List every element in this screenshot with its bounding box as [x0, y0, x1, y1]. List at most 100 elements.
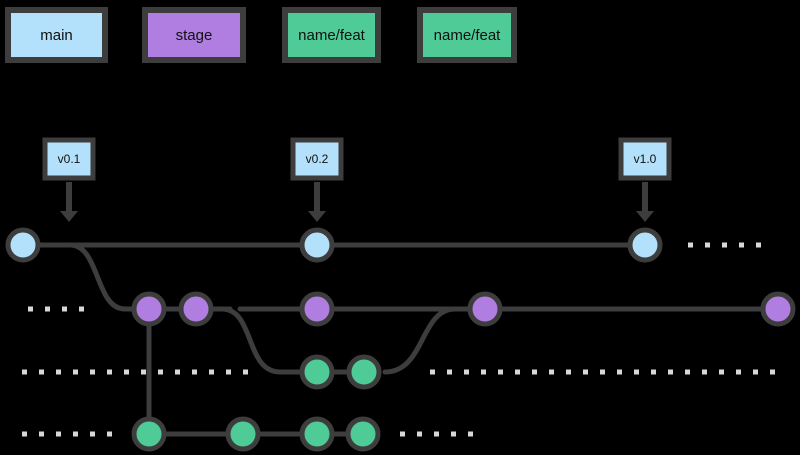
dotted-segment — [56, 431, 61, 437]
dotted-line — [22, 431, 112, 437]
dotted-segment — [90, 369, 95, 375]
dotted-segment — [600, 369, 605, 375]
commit-node-featA-2[interactable] — [346, 354, 382, 390]
dotted-segment — [107, 369, 112, 375]
dotted-segment — [141, 369, 146, 375]
dotted-segment — [73, 369, 78, 375]
dotted-segment — [39, 431, 44, 437]
commit-node-stage-4[interactable] — [467, 291, 503, 327]
branch-edge-main-to-stage-branch — [52, 242, 152, 312]
commit-node-featB-3[interactable] — [299, 416, 335, 452]
version-tag-label: v0.2 — [306, 152, 329, 166]
dotted-segment — [73, 431, 78, 437]
dotted-segment — [417, 431, 422, 437]
branch-legend: main stage name/feat name/feat — [5, 7, 517, 63]
dotted-segment — [515, 369, 520, 375]
legend-swatch-box[interactable] — [142, 7, 246, 63]
dotted-segment — [451, 431, 456, 437]
legend-item[interactable]: name/feat — [417, 7, 517, 63]
version-tag[interactable]: v1.0 — [618, 137, 672, 222]
dotted-segment — [226, 369, 231, 375]
dotted-segment — [90, 431, 95, 437]
dotted-segment — [719, 369, 724, 375]
dotted-segment — [634, 369, 639, 375]
dotted-segment — [617, 369, 622, 375]
legend-swatch-box[interactable] — [417, 7, 517, 63]
tag-arrow-head-icon — [636, 211, 654, 222]
dotted-segment — [736, 369, 741, 375]
version-tag[interactable]: v0.1 — [42, 137, 96, 222]
legend-item[interactable]: main — [5, 7, 108, 63]
legend-item-label: stage — [176, 27, 213, 44]
dotted-segment — [124, 369, 129, 375]
dotted-segment — [22, 431, 27, 437]
dotted-segment — [79, 306, 84, 312]
branch-edge-feature-merge-to-stage — [382, 306, 488, 375]
legend-item[interactable]: name/feat — [282, 7, 381, 63]
dotted-segment — [434, 431, 439, 437]
version-tag-label: v1.0 — [634, 152, 657, 166]
dotted-line — [28, 306, 84, 312]
tag-arrow-head-icon — [308, 211, 326, 222]
legend-swatch-box[interactable] — [282, 7, 381, 63]
legend-item-label: main — [40, 27, 73, 44]
dotted-segment — [481, 369, 486, 375]
dotted-segment — [498, 369, 503, 375]
commit-node-featB-2[interactable] — [225, 416, 261, 452]
dotted-segment — [583, 369, 588, 375]
dotted-segment — [705, 242, 710, 248]
legend-item-label: name/feat — [434, 27, 502, 44]
commit-node-stage-3[interactable] — [299, 291, 335, 327]
commit-node-featA-1[interactable] — [299, 354, 335, 390]
version-tag-box[interactable] — [42, 137, 96, 181]
dotted-segment — [158, 369, 163, 375]
legend-swatch-box[interactable] — [5, 7, 108, 63]
version-tag[interactable]: v0.2 — [290, 137, 344, 222]
commit-node-stage-1[interactable] — [131, 291, 167, 327]
commit-node-main-1[interactable] — [5, 227, 41, 263]
dotted-segment — [209, 369, 214, 375]
commit-node-featB-4[interactable] — [345, 416, 381, 452]
dotted-segment — [566, 369, 571, 375]
dotted-segment — [28, 306, 33, 312]
dotted-continuation-lines — [22, 242, 775, 437]
dotted-line — [22, 369, 248, 375]
version-tag-box[interactable] — [290, 137, 344, 181]
commit-node-main-2[interactable] — [299, 227, 335, 263]
legend-item-label: name/feat — [298, 27, 366, 44]
dotted-segment — [651, 369, 656, 375]
dotted-segment — [430, 369, 435, 375]
dotted-segment — [400, 431, 405, 437]
dotted-segment — [668, 369, 673, 375]
dotted-segment — [243, 369, 248, 375]
dotted-segment — [39, 369, 44, 375]
dotted-line — [430, 369, 775, 375]
dotted-segment — [447, 369, 452, 375]
dotted-segment — [175, 369, 180, 375]
branch-edge-stage-to-feature-branch — [219, 306, 320, 375]
tag-arrow-head-icon — [60, 211, 78, 222]
dotted-segment — [532, 369, 537, 375]
commit-node-stage-5[interactable] — [760, 291, 796, 327]
dotted-segment — [468, 431, 473, 437]
dotted-segment — [770, 369, 775, 375]
dotted-segment — [62, 306, 67, 312]
dotted-segment — [739, 242, 744, 248]
version-tag-box[interactable] — [618, 137, 672, 181]
commit-node-main-3[interactable] — [627, 227, 663, 263]
dotted-segment — [22, 369, 27, 375]
commit-node-featB-1[interactable] — [131, 416, 167, 452]
dotted-segment — [549, 369, 554, 375]
dotted-segment — [702, 369, 707, 375]
dotted-segment — [56, 369, 61, 375]
dotted-segment — [722, 242, 727, 248]
dotted-segment — [756, 242, 761, 248]
legend-item[interactable]: stage — [142, 7, 246, 63]
commit-node-stage-2[interactable] — [178, 291, 214, 327]
dotted-segment — [107, 431, 112, 437]
dotted-line — [400, 431, 473, 437]
dotted-segment — [192, 369, 197, 375]
dotted-segment — [685, 369, 690, 375]
